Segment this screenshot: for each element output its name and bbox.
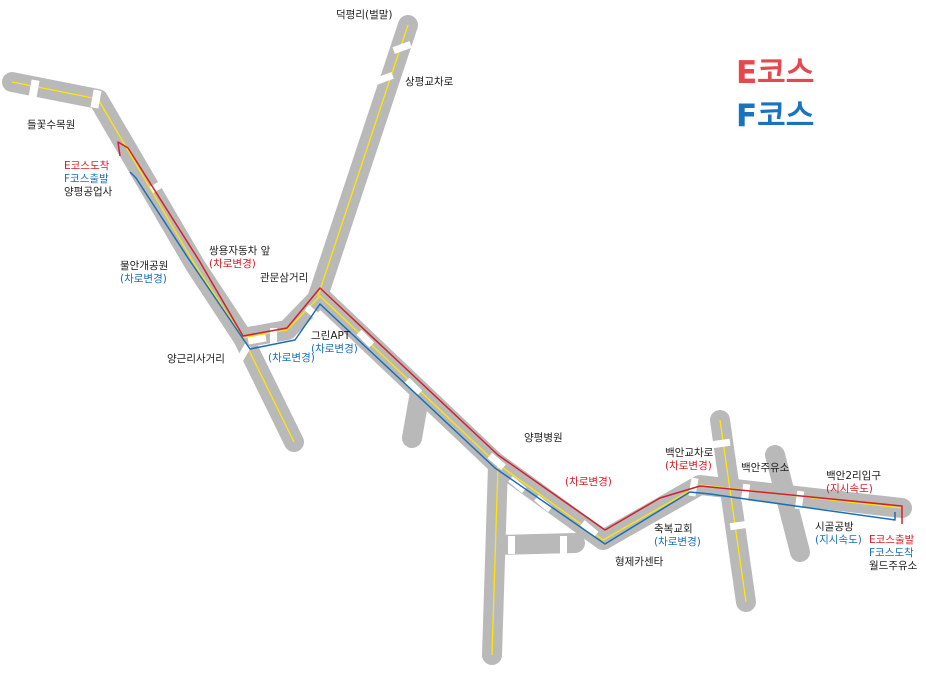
- label-church-change: (차로변경): [654, 536, 701, 548]
- label-mulan-change: (차로변경): [120, 273, 167, 285]
- center-line-hyeongje: [491, 464, 499, 656]
- crosswalk: [508, 536, 515, 554]
- label-mulan-park: 물안개공원: [120, 260, 169, 272]
- label-sangpyeong-ic: 상평교차로: [405, 76, 454, 88]
- label-dulkkot: 들꽃수목원: [27, 119, 76, 131]
- center-lines: [11, 24, 903, 656]
- label-e-departure: E코스출발: [869, 534, 915, 546]
- crosswalks: [28, 41, 805, 554]
- center-line-north: [317, 24, 409, 297]
- road-baegan2-branch: [765, 445, 810, 562]
- label-baegan-gas: 백안주유소: [741, 462, 790, 474]
- crosswalk: [580, 520, 599, 538]
- label-yanggeun: 양근리사거리: [167, 353, 225, 365]
- label-gwanmun: 관문삼거리: [260, 272, 309, 284]
- center-line-south: [242, 337, 295, 443]
- crosswalk: [711, 438, 731, 449]
- label-baegan-ic: 백안교차로: [665, 447, 714, 459]
- label-green-change: (차로변경): [311, 343, 358, 355]
- legend-f-course: F코스: [736, 98, 815, 134]
- crosswalk: [356, 329, 375, 348]
- label-green-apt: 그린APT: [311, 330, 351, 342]
- crosswalk: [560, 536, 567, 554]
- label-church: 축복교회: [654, 523, 693, 535]
- crosswalk: [534, 495, 553, 513]
- label-deokpyeong: 덕평리(벌말): [336, 9, 393, 21]
- label-yanggeun-change: (차로변경): [268, 352, 315, 364]
- label-baegan2-change: (지시속도): [826, 483, 873, 495]
- crosswalk: [404, 377, 423, 396]
- label-hyeongje: 형제카센타: [615, 556, 664, 568]
- label-e-arrival: E코스도착: [64, 160, 110, 172]
- crosswalk: [28, 79, 40, 99]
- crosswalk: [90, 89, 102, 109]
- label-sigol-change: (지시속도): [815, 534, 862, 546]
- crosswalk: [740, 483, 751, 503]
- crosswalk: [487, 452, 506, 470]
- crosswalk: [270, 328, 277, 346]
- label-f-arrival: F코스도착: [869, 547, 914, 559]
- crosswalk: [392, 41, 412, 54]
- crosswalk: [729, 520, 749, 531]
- label-f-departure: F코스출발: [64, 173, 109, 185]
- crosswalk: [247, 334, 267, 345]
- label-ssangyong-change: (차로변경): [209, 258, 256, 270]
- center-line-main: [11, 81, 903, 541]
- crosswalk: [235, 343, 251, 363]
- route-f-line: [129, 171, 896, 545]
- label-ssangyong: 쌍용자동차 앞: [209, 245, 271, 257]
- legend-e-course: E코스: [736, 55, 815, 91]
- label-sigol: 시골공방: [815, 521, 854, 533]
- center-line-baegan: [719, 419, 747, 603]
- label-world-gas: 월드주유소: [869, 560, 918, 572]
- label-hospital-change: (차로변경): [565, 476, 612, 488]
- crosswalk: [374, 72, 394, 85]
- label-yangpyeong-gongeop: 양평공업사: [64, 186, 113, 198]
- label-baegan2: 백안2리입구: [826, 470, 881, 482]
- road-small-branch: [402, 382, 430, 448]
- label-baegan-ic-change: (차로변경): [665, 460, 712, 472]
- route-e-line: [117, 141, 903, 531]
- label-hospital: 양평병원: [524, 432, 563, 444]
